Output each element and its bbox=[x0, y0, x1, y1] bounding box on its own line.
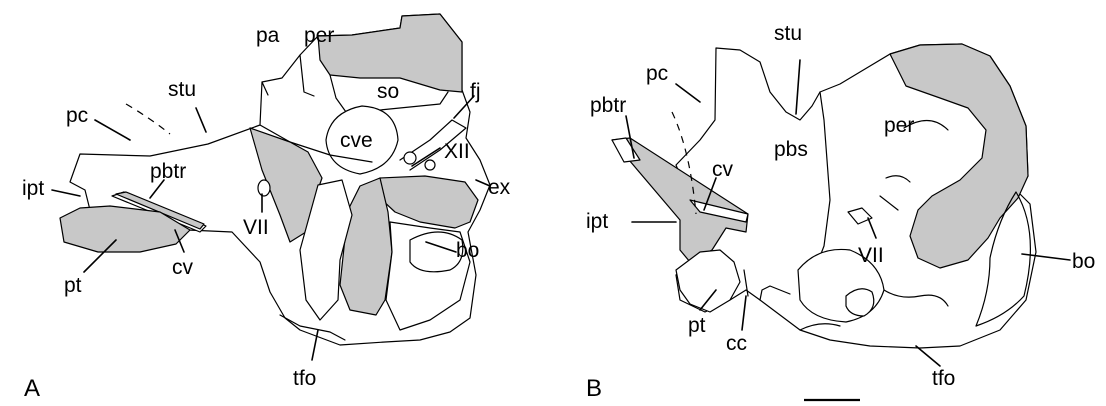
panel-letter-a: A bbox=[24, 375, 40, 402]
label-b-pbs: pbs bbox=[774, 138, 808, 161]
label-a-cve: cve bbox=[340, 129, 373, 152]
label-b-cc: cc bbox=[726, 332, 747, 355]
label-a-xii: XII bbox=[444, 140, 470, 163]
label-b-tfo: tfo bbox=[932, 367, 955, 390]
lobe-b2 bbox=[846, 289, 874, 316]
label-a-pa: pa bbox=[256, 24, 280, 47]
label-b-stu: stu bbox=[774, 22, 802, 45]
label-a-per: per bbox=[304, 24, 334, 47]
label-a-pt: pt bbox=[64, 274, 82, 297]
label-b-pbtr: pbtr bbox=[590, 94, 626, 117]
label-a-vii: VII bbox=[243, 216, 269, 239]
label-a-cv: cv bbox=[172, 256, 194, 279]
label-a-so: so bbox=[377, 80, 399, 103]
panel-a-drawing bbox=[52, 14, 490, 360]
label-b-bo: bo bbox=[1072, 250, 1095, 273]
label-b-ipt: ipt bbox=[586, 210, 608, 233]
label-b-pc: pc bbox=[646, 62, 668, 85]
label-b-pt: pt bbox=[688, 314, 706, 337]
label-a-tfo: tfo bbox=[293, 367, 316, 390]
label-a-ipt: ipt bbox=[22, 177, 44, 200]
label-a-fj: fj bbox=[470, 80, 481, 103]
label-b-cv: cv bbox=[712, 158, 734, 181]
label-a-stu: stu bbox=[168, 78, 196, 101]
panel-b-drawing bbox=[612, 44, 1070, 366]
panel-letter-b: B bbox=[586, 375, 602, 402]
label-b-vii: VII bbox=[858, 244, 884, 267]
label-a-pc: pc bbox=[66, 104, 88, 127]
label-a-bo: bo bbox=[456, 239, 479, 262]
label-a-ex: ex bbox=[488, 176, 511, 199]
label-a-pbtr: pbtr bbox=[150, 160, 186, 183]
label-b-per: per bbox=[884, 114, 914, 137]
